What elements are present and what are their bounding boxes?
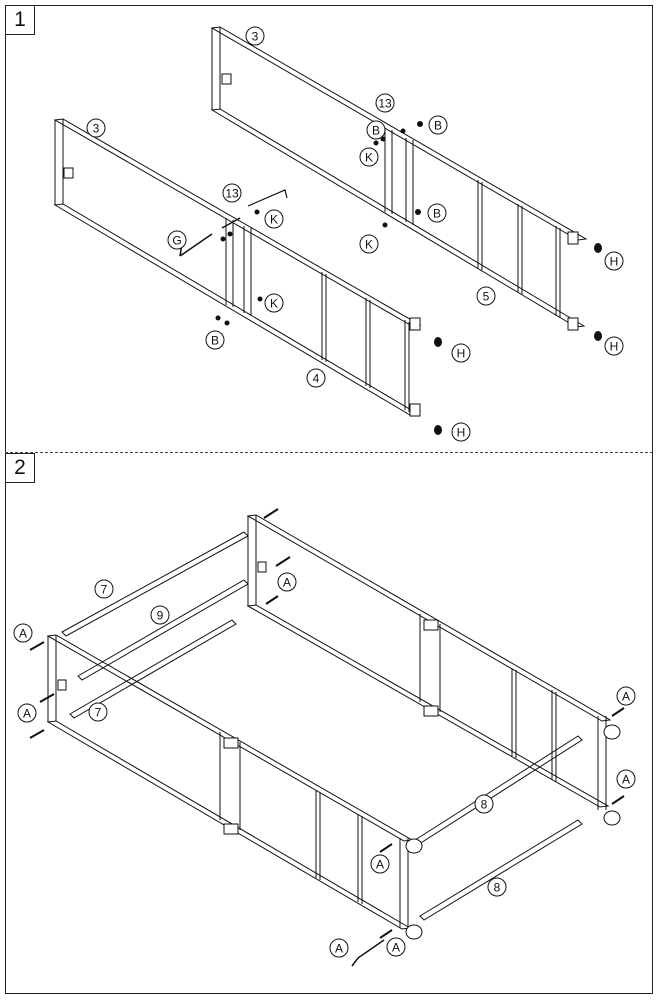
- step1-hardware: [179, 121, 602, 435]
- step2-callout-label: 7: [95, 706, 102, 720]
- step-2-number: 2: [5, 453, 35, 483]
- step1-callout-H: H: [604, 336, 624, 356]
- step1-callout-label: K: [270, 213, 278, 227]
- step2-callout-A: A: [386, 937, 406, 957]
- step1-callout-label: H: [457, 426, 466, 440]
- step1-callout-label: 13: [225, 187, 239, 201]
- step1-callout-H: H: [604, 251, 624, 271]
- step1-callout-5: 5: [476, 286, 496, 306]
- step1-callout-label: 5: [483, 290, 490, 304]
- step2-callout-8: 8: [474, 794, 494, 814]
- step1-callout-label: 13: [378, 97, 392, 111]
- step2-callout-label: A: [392, 941, 400, 955]
- step1-callout-label: B: [434, 119, 442, 133]
- step2-callout-label: A: [19, 627, 27, 641]
- step1-callout-13: 13: [222, 183, 242, 203]
- step2-callout-A: A: [329, 938, 349, 958]
- step2-bolts: [29, 508, 625, 967]
- step-divider: [5, 452, 653, 453]
- step2-callout-7: 7: [88, 702, 108, 722]
- step1-callout-label: K: [365, 151, 373, 165]
- bed-frame-assembly: [46, 514, 621, 940]
- back-side-panel: [210, 26, 588, 331]
- step2-callout-label: 8: [481, 798, 488, 812]
- step1-callout-label: B: [211, 334, 219, 348]
- step1-callout-B: B: [427, 203, 447, 223]
- step2-callout-label: 9: [157, 609, 164, 623]
- step2-callout-7: 7: [94, 579, 114, 599]
- step1-callout-label: H: [610, 255, 619, 269]
- step1-callout-label: 4: [313, 372, 320, 386]
- step2-callout-label: A: [622, 773, 630, 787]
- step1-callout-label: G: [172, 234, 181, 248]
- step2-callout-9: 9: [150, 605, 170, 625]
- step1-callout-K: K: [264, 293, 284, 313]
- step1-callout-label: H: [610, 340, 619, 354]
- instruction-sheet-frame: [5, 5, 653, 994]
- step2-callout-8: 8: [487, 877, 507, 897]
- step2-callout-A: A: [370, 854, 390, 874]
- step2-callout-label: A: [376, 858, 384, 872]
- step2-callout-A: A: [616, 686, 636, 706]
- step1-callout-label: 3: [93, 122, 100, 136]
- step1-callout-label: K: [270, 297, 278, 311]
- step2-callout-label: 7: [101, 583, 108, 597]
- step-1-number: 1: [5, 5, 35, 35]
- step1-callout-3: 3: [86, 118, 106, 138]
- step1-callout-3: 3: [245, 26, 265, 46]
- front-side-panel: [53, 118, 422, 417]
- step1-callout-H: H: [451, 422, 471, 442]
- step1-callout-label: B: [372, 124, 380, 138]
- step2-callout-label: A: [622, 690, 630, 704]
- step2-callout-label: A: [23, 707, 31, 721]
- step2-callout-A: A: [277, 572, 297, 592]
- step1-callout-K: K: [359, 234, 379, 254]
- step1-callout-4: 4: [306, 368, 326, 388]
- step1-callout-13: 13: [375, 93, 395, 113]
- step2-callout-A: A: [13, 623, 33, 643]
- step1-callout-H: H: [451, 343, 471, 363]
- step1-callout-B: B: [428, 115, 448, 135]
- step1-callout-label: H: [457, 347, 466, 361]
- step1-callout-K: K: [359, 147, 379, 167]
- step1-callout-label: 3: [252, 30, 259, 44]
- step1-callout-B: B: [366, 120, 386, 140]
- step1-callout-label: B: [433, 207, 441, 221]
- step1-callout-label: K: [365, 238, 373, 252]
- step2-callout-label: 8: [494, 881, 501, 895]
- step2-callout-label: A: [283, 576, 291, 590]
- step2-callout-label: A: [335, 942, 343, 956]
- step1-callout-B: B: [205, 330, 225, 350]
- step1-callout-K: K: [264, 209, 284, 229]
- step2-callout-A: A: [616, 769, 636, 789]
- step1-callout-G: G: [167, 230, 187, 250]
- step2-callout-A: A: [17, 703, 37, 723]
